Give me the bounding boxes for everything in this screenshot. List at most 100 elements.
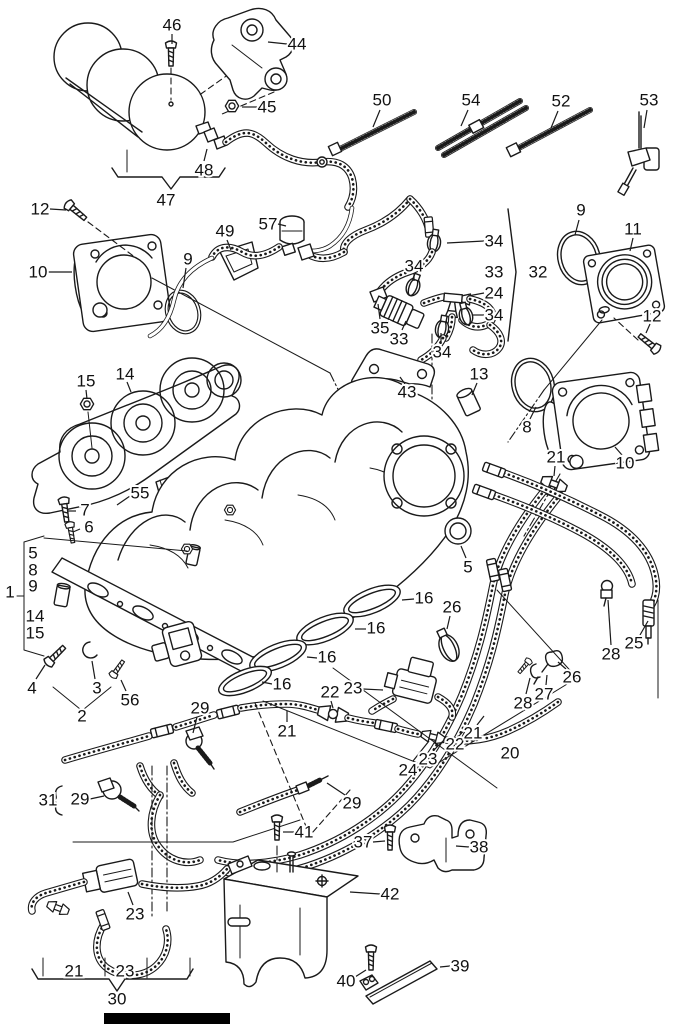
callout-5: 5 — [28, 544, 37, 563]
leader-23 — [127, 891, 134, 906]
screw-12-left — [61, 197, 90, 224]
leader-34 — [446, 240, 485, 244]
plate-39 — [359, 960, 438, 1005]
leader-28 — [525, 677, 531, 695]
callout-15: 15 — [26, 624, 45, 643]
callout-14: 14 — [26, 607, 45, 626]
callout-12: 12 — [643, 307, 662, 326]
valve-23-left — [81, 858, 139, 893]
callout-16: 16 — [273, 675, 292, 694]
callout-22: 22 — [446, 735, 465, 754]
leader-52 — [550, 110, 559, 129]
zone-lines — [262, 589, 578, 789]
screw-12-right — [635, 330, 664, 357]
callout-11: 11 — [624, 220, 642, 239]
callout-57: 57 — [259, 215, 278, 234]
leader-25 — [639, 620, 649, 636]
callout-9: 9 — [183, 250, 192, 269]
callout-23: 23 — [126, 905, 145, 924]
leader-12 — [645, 323, 651, 334]
callout-8: 8 — [522, 418, 531, 437]
callout-7: 7 — [80, 501, 89, 520]
callout-8: 8 — [28, 561, 37, 580]
leader-9 — [574, 219, 580, 236]
cable-tie-52 — [505, 107, 593, 158]
purge-valve-chain — [61, 627, 562, 764]
clip-3 — [82, 641, 98, 659]
callout-40: 40 — [337, 972, 356, 991]
cable-tie-54 — [435, 98, 529, 158]
callout-29: 29 — [71, 790, 90, 809]
callout-33: 33 — [390, 330, 409, 349]
callout-56: 56 — [121, 691, 140, 710]
callout-23: 23 — [419, 750, 438, 769]
callout-20: 20 — [501, 744, 520, 763]
leader-42 — [349, 891, 381, 895]
leader-11 — [629, 237, 634, 252]
callout-9: 9 — [28, 577, 37, 596]
callout-55: 55 — [131, 484, 150, 503]
callout-39: 39 — [451, 957, 470, 976]
gaskets-16 — [218, 584, 401, 697]
purge-valve-23 — [383, 656, 437, 704]
fitting-29-center — [236, 702, 351, 837]
callout-28: 28 — [602, 645, 621, 664]
callout-45: 45 — [258, 98, 277, 117]
callout-28: 28 — [514, 694, 533, 713]
leader-55 — [116, 495, 131, 506]
callout-37: 37 — [354, 833, 373, 852]
leader-40 — [354, 969, 367, 978]
callout-29: 29 — [343, 794, 362, 813]
cable-tie-50 — [327, 109, 417, 157]
throttle-body-right — [523, 371, 660, 537]
leader-24 — [467, 292, 485, 297]
leader-27 — [545, 674, 548, 686]
group-1-bracket — [16, 535, 188, 657]
callout-13: 13 — [470, 365, 489, 384]
valve-57 — [147, 215, 305, 339]
callout-44: 44 — [288, 35, 307, 54]
callout-38: 38 — [470, 838, 489, 857]
leader-4 — [35, 664, 46, 680]
callout-12: 12 — [31, 200, 50, 219]
callout-30: 30 — [108, 990, 127, 1009]
leader-38 — [455, 845, 470, 848]
leader-21 — [553, 465, 556, 477]
callout-21: 21 — [65, 962, 84, 981]
leader-10 — [614, 446, 623, 456]
valve-53 — [617, 111, 660, 197]
leader-23 — [362, 688, 384, 691]
callout-46: 46 — [163, 16, 182, 35]
fitting-29-left — [97, 777, 140, 812]
callout-35: 35 — [371, 319, 390, 338]
bracket-38 — [398, 814, 488, 873]
callout-2: 2 — [77, 707, 86, 726]
fitting-48-hose-51 — [203, 127, 358, 254]
screw-56 — [107, 657, 128, 681]
sensor-2 — [151, 620, 203, 668]
leader-33 — [401, 320, 407, 331]
screw-4 — [41, 642, 69, 670]
leader-50 — [372, 109, 381, 128]
leader-48 — [203, 148, 208, 162]
leader-8 — [529, 406, 537, 420]
clip-cluster — [515, 649, 564, 685]
callout-24: 24 — [485, 284, 504, 303]
callout-29: 29 — [191, 699, 210, 718]
callout-49: 49 — [216, 222, 235, 241]
valve-33 — [373, 295, 425, 329]
callout-16: 16 — [367, 619, 386, 638]
leader-22 — [458, 726, 468, 737]
callout-23: 23 — [344, 679, 363, 698]
leader-13 — [471, 382, 478, 396]
fitting-25 — [642, 599, 655, 645]
callout-34: 34 — [485, 306, 504, 325]
clamp-26 — [436, 627, 460, 662]
callout-34: 34 — [405, 257, 424, 276]
leader-22 — [330, 700, 334, 709]
callout-54: 54 — [462, 91, 481, 110]
leader-56 — [120, 679, 127, 692]
leader-16 — [306, 656, 318, 659]
callout-34: 34 — [433, 343, 452, 362]
leader-16 — [401, 598, 415, 601]
